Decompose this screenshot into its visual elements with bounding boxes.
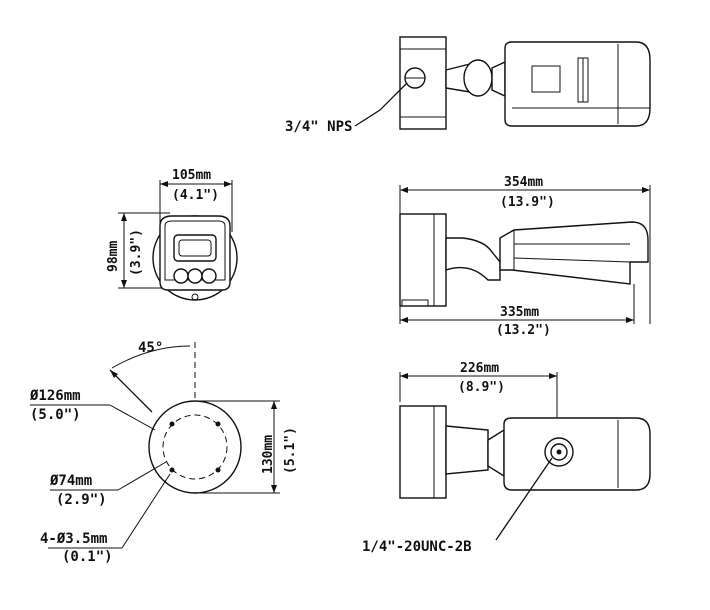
nps-label: 3/4" NPS — [285, 119, 352, 135]
base-hole-1 — [169, 421, 175, 427]
angle-label: 45° — [138, 340, 163, 356]
bottom-arm — [445, 425, 489, 475]
dia-base-in: (5.0") — [30, 407, 81, 423]
top-view-joint — [463, 59, 493, 97]
length-in: (13.9") — [500, 195, 555, 210]
front-height-mm: 98mm — [106, 241, 121, 272]
body-length-in: (13.2") — [496, 323, 551, 338]
base-hole-circle — [162, 414, 228, 480]
front-width-mm: 105mm — [172, 168, 211, 183]
front-ir-led-2 — [187, 268, 203, 284]
nps-leader-line — [354, 82, 408, 127]
front-view: 105mm (4.1") 98mm (3.9") — [106, 168, 238, 301]
hole-size-mm: 4-Ø3.5mm — [40, 531, 107, 547]
front-height-in: (3.9") — [129, 229, 144, 276]
side-mount-base — [399, 213, 447, 307]
body-length-mm: 335mm — [500, 305, 539, 320]
dia-holes-mm: Ø74mm — [49, 473, 92, 489]
base-hole-2 — [215, 421, 221, 427]
mount-distance-mm: 226mm — [460, 361, 499, 376]
length-mm: 354mm — [504, 175, 543, 190]
hole-size-in: (0.1") — [62, 549, 113, 565]
bottom-mount-base — [399, 405, 447, 499]
side-view: 354mm (13.9") 335mm (13.2") — [399, 175, 651, 338]
base-view: 45° Ø126mm (5.0") 130mm (5.1") Ø74mm (2.… — [29, 340, 298, 565]
side-camera-body — [499, 221, 649, 285]
thread-leader-line — [495, 457, 553, 541]
bottom-camera-body — [503, 417, 651, 491]
bottom-view: 226mm (8.9") 1/4"-20UNC-2B — [362, 361, 651, 555]
base-hole-4 — [215, 467, 221, 473]
mount-distance-in: (8.9") — [458, 380, 505, 395]
front-ir-led-1 — [173, 268, 189, 284]
base-hole-3 — [169, 467, 175, 473]
top-view-sun-shield-window — [531, 65, 561, 93]
thread-label: 1/4"-20UNC-2B — [362, 539, 472, 555]
front-width-in: (4.1") — [172, 188, 219, 203]
front-lens-window — [173, 234, 217, 262]
front-cable-port — [191, 293, 199, 301]
dia-base-mm: Ø126mm — [29, 388, 81, 404]
base-height-in: (5.1") — [283, 427, 298, 474]
top-view: 3/4" NPS — [285, 36, 651, 135]
side-arm — [445, 237, 501, 281]
base-height-mm: 130mm — [261, 435, 276, 474]
dia-holes-in: (2.9") — [56, 492, 107, 508]
front-ir-led-3 — [201, 268, 217, 284]
